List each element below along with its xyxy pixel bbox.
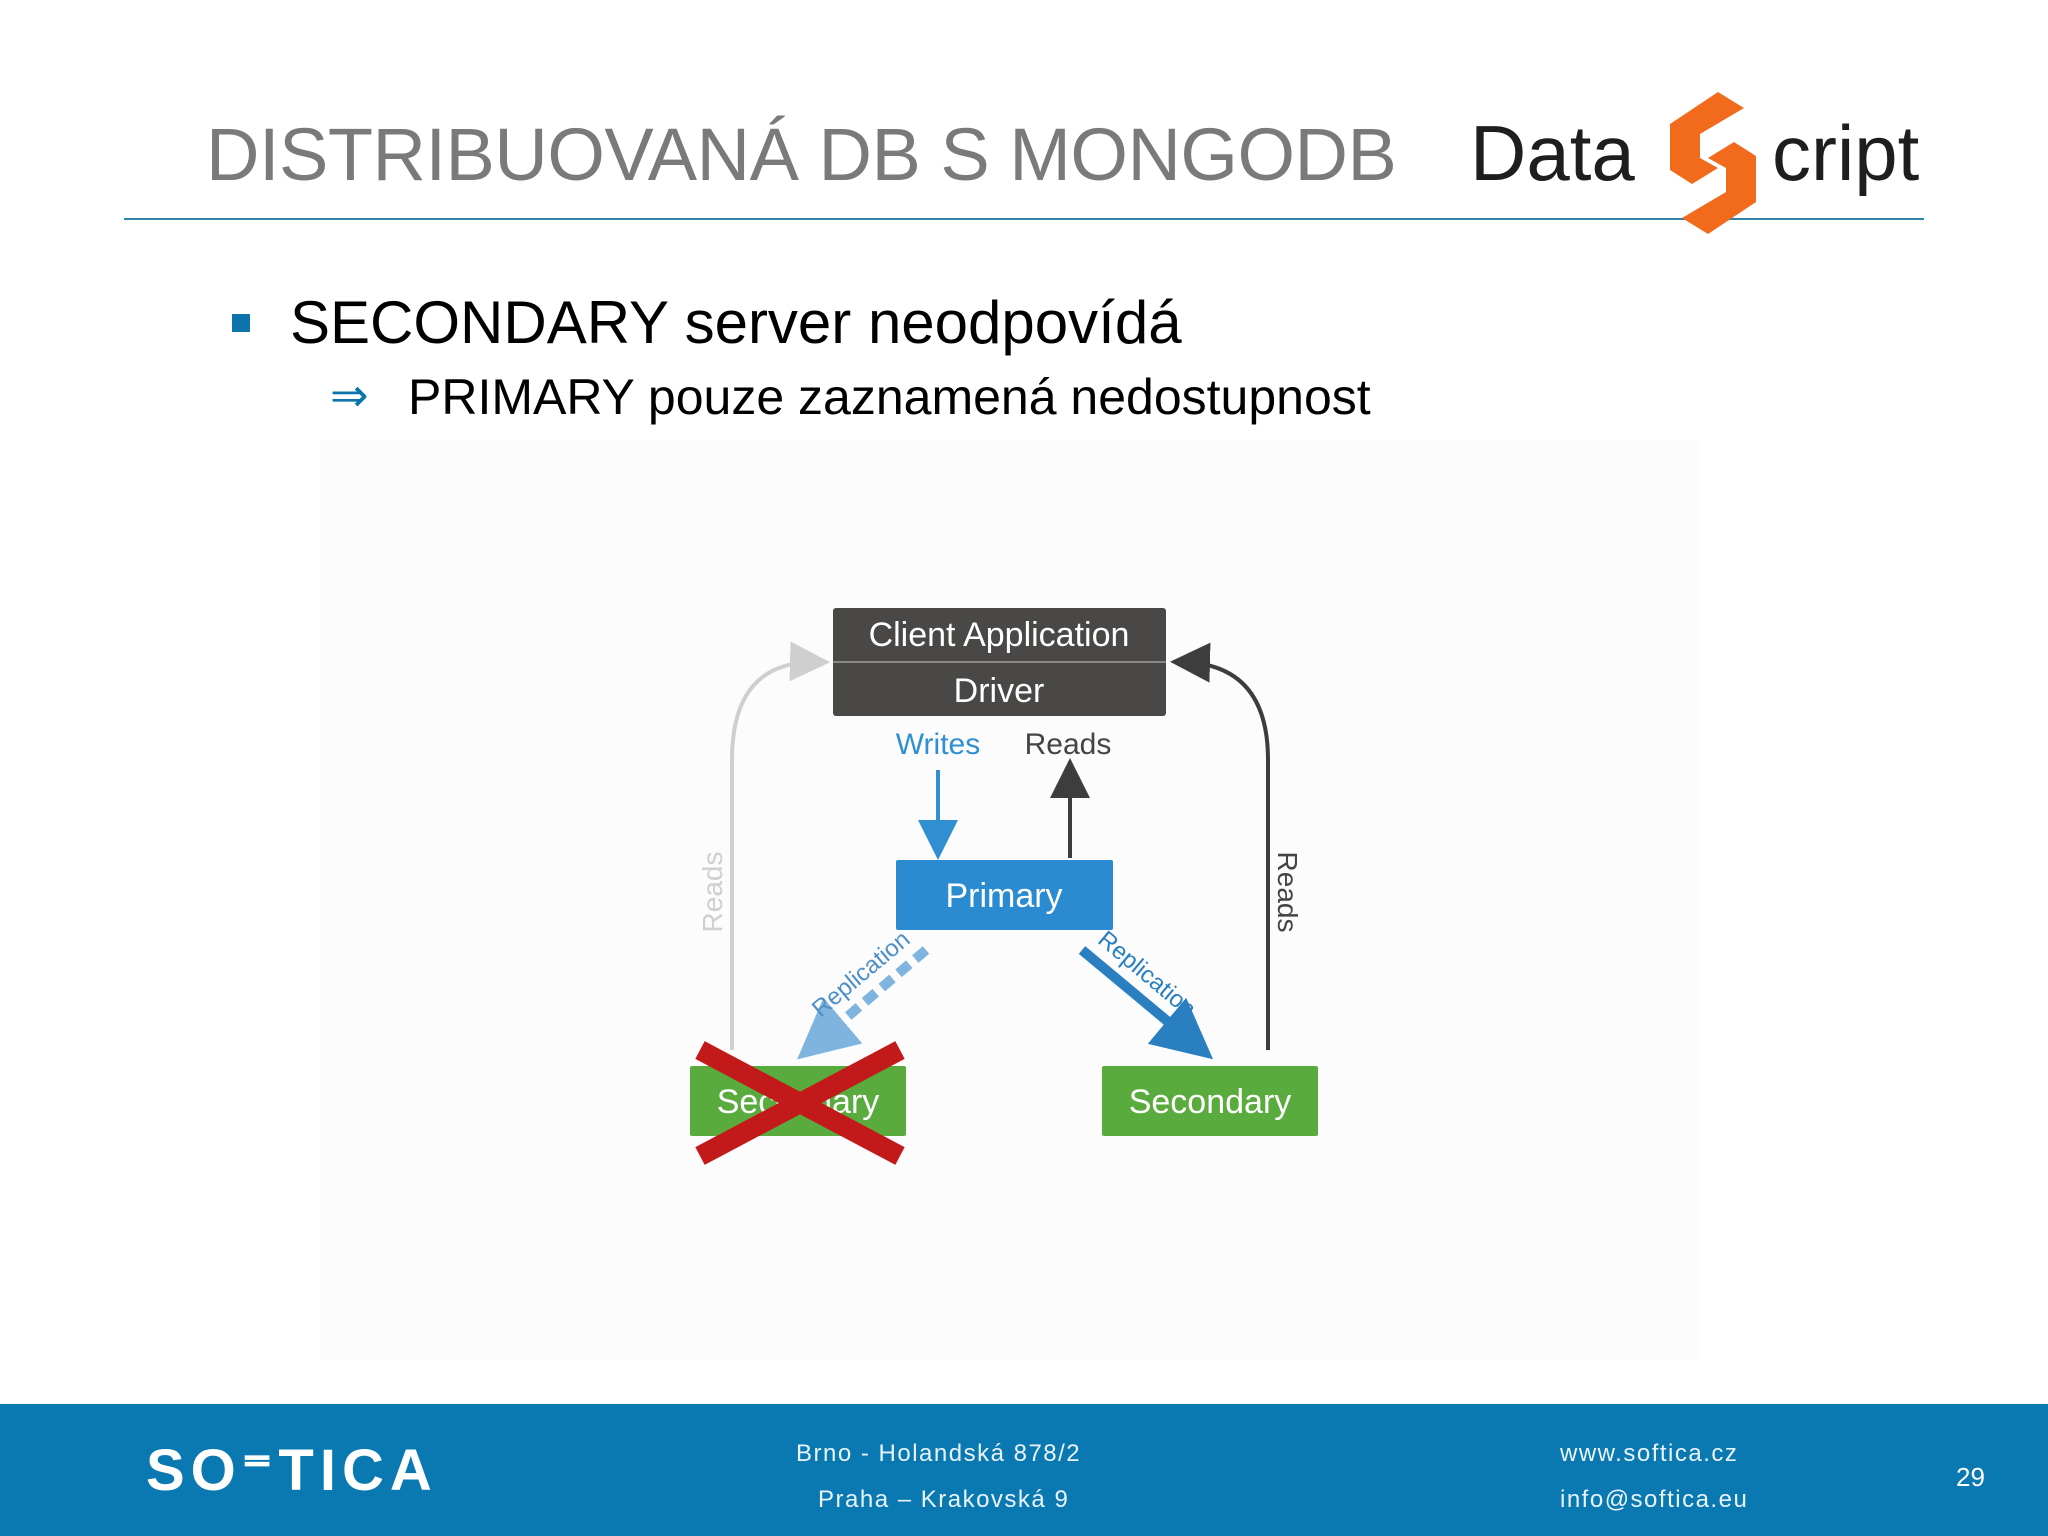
- diagram-canvas: Client Application Driver Writes Reads P…: [690, 608, 1318, 1165]
- bullet-square-icon: [232, 314, 250, 332]
- bullet-text: SECONDARY server neodpovídá: [290, 289, 1182, 356]
- footer-bar: SO⁼TICA Brno - Holandská 878/2 Praha – K…: [0, 1404, 2048, 1536]
- reads-left-label: Reads: [697, 852, 728, 933]
- logo-text-data: Data: [1470, 109, 1635, 197]
- address-praha: Praha – Krakovská 9: [818, 1486, 1070, 1513]
- client-application-box: Client Application Driver: [833, 608, 1166, 716]
- unavailable-cross-icon: [695, 1041, 905, 1165]
- email-link[interactable]: info@softica.eu: [1560, 1486, 1749, 1513]
- primary-label: Primary: [945, 877, 1062, 915]
- replication-right-arrow: [1078, 946, 1214, 1060]
- replica-set-diagram: Client Application Driver Writes Reads P…: [320, 440, 1700, 1360]
- secondary-right-box: Secondary: [1102, 1066, 1318, 1136]
- driver-label: Driver: [954, 672, 1045, 710]
- reads-right-arrow: [1170, 642, 1270, 1050]
- datascript-logo: Data cript: [1470, 88, 1930, 238]
- writes-label: Writes: [896, 728, 980, 761]
- secondary-right-label: Secondary: [1129, 1083, 1292, 1121]
- primary-box: Primary: [896, 860, 1113, 930]
- logo-text-cript: cript: [1772, 109, 1920, 197]
- reads-right-label: Reads: [1272, 852, 1303, 933]
- reads-left-arrow: [730, 641, 830, 1050]
- replication-left-label: Replication: [807, 926, 915, 1023]
- sub-bullet-text: PRIMARY pouze zaznamená nedostupnost: [408, 369, 1371, 425]
- page-number: 29: [1956, 1462, 1985, 1492]
- softica-brand-logo: SO⁼TICA: [146, 1438, 438, 1503]
- address-brno: Brno - Holandská 878/2: [796, 1440, 1082, 1467]
- website-link[interactable]: www.softica.cz: [1560, 1440, 1739, 1467]
- title-divider: [124, 218, 1924, 220]
- replication-left-arrow: [797, 946, 930, 1060]
- reads-center-label: Reads: [1025, 728, 1112, 761]
- slide-title: DISTRIBUOVANÁ DB S MONGODB: [206, 113, 1397, 196]
- logo-s-mark-icon: [1670, 92, 1756, 234]
- client-application-label: Client Application: [869, 616, 1130, 654]
- implies-arrow-icon: ⇒: [330, 368, 369, 422]
